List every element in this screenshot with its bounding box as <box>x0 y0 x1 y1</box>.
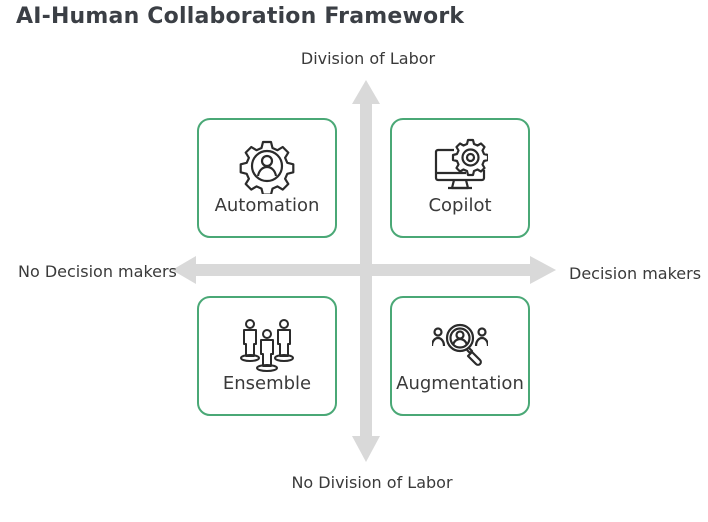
quadrant-card-automation: Automation <box>197 118 337 238</box>
gear-person-icon <box>239 140 295 194</box>
quadrant-card-ensemble: Ensemble <box>197 296 337 416</box>
quadrant-label: Automation <box>214 195 320 216</box>
axis-label-right: Decision makers <box>569 264 702 283</box>
axis-label-top: Division of Labor <box>300 49 436 68</box>
magnifier-people-icon <box>432 323 488 366</box>
quadrant-card-augmentation: Augmentation <box>390 296 530 416</box>
monitor-gear-icon <box>434 138 488 190</box>
group-people-icon <box>240 319 294 372</box>
quadrant-label: Ensemble <box>222 373 312 394</box>
axis-label-bottom: No Division of Labor <box>291 473 453 492</box>
page-title: AI-Human Collaboration Framework <box>16 4 465 29</box>
quadrant-card-copilot: Copilot <box>390 118 530 238</box>
axis-label-left: No Decision makers <box>18 262 177 281</box>
quadrant-label: Augmentation <box>396 373 524 394</box>
quadrant-label: Copilot <box>428 195 492 216</box>
